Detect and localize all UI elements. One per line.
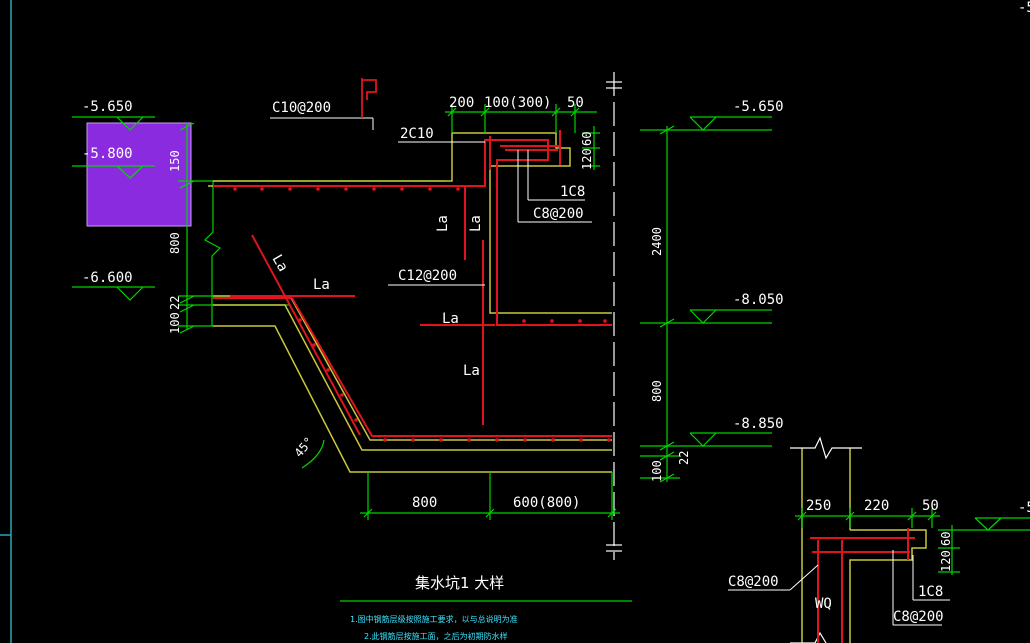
drawing-title: 集水坑1 大样 bbox=[415, 574, 504, 592]
top-dimension-chain bbox=[445, 104, 600, 170]
dim-v-120: 120 bbox=[580, 148, 594, 170]
label-wq: WQ bbox=[815, 596, 832, 612]
left-dimension-chain bbox=[178, 122, 445, 334]
note-line-2: 2.此钢筋层按施工面，之后为初期防水样 bbox=[364, 631, 508, 641]
level-left-1: -5.650 bbox=[82, 99, 133, 115]
wall-detail-break bbox=[790, 436, 862, 643]
note-line-1: 1.图中钢筋层级按照施工要求，以与总说明为准 bbox=[350, 614, 518, 624]
dim-22-right: 22 bbox=[677, 451, 691, 465]
dim-800-right: 800 bbox=[650, 380, 664, 402]
label-1c8: 1C8 bbox=[560, 184, 585, 200]
label-la-6: La bbox=[463, 363, 480, 379]
level-top-right-edge: -5 bbox=[1018, 0, 1030, 16]
level-right-1: -5.650 bbox=[733, 99, 784, 115]
dim-150: 150 bbox=[168, 150, 182, 172]
label-c10-200: C10@200 bbox=[272, 100, 331, 116]
label-c12-200: C12@200 bbox=[398, 268, 457, 284]
dim-22-left: 22 bbox=[168, 296, 182, 310]
label-la-1: La bbox=[269, 252, 291, 275]
right-dimension-chain bbox=[640, 116, 772, 483]
dim-800-left: 800 bbox=[168, 232, 182, 254]
dim-top-200: 200 bbox=[449, 95, 474, 111]
label-la-4: La bbox=[468, 215, 484, 232]
label-la-3: La bbox=[435, 215, 451, 232]
rebar-dots bbox=[233, 187, 611, 442]
dim-v60b: 60 bbox=[939, 532, 953, 546]
left-level-markers bbox=[72, 116, 155, 301]
dim-bottom-600-800: 600(800) bbox=[513, 495, 580, 511]
dim-top-100-300: 100(300) bbox=[484, 95, 551, 111]
bottom-dimension-chain bbox=[360, 472, 620, 520]
concrete-outline bbox=[208, 132, 612, 473]
level-left-3: -6.600 bbox=[82, 270, 133, 286]
label-1c8-b: 1C8 bbox=[918, 584, 943, 600]
dim-250: 250 bbox=[806, 498, 831, 514]
dim-angle: 45° bbox=[292, 434, 317, 460]
label-la-5: La bbox=[442, 311, 459, 327]
dim-v-60: 60 bbox=[580, 132, 594, 146]
selected-highlight-block[interactable] bbox=[86, 122, 192, 227]
dim-100-right: 100 bbox=[650, 460, 664, 482]
label-c8-200-b1: C8@200 bbox=[728, 574, 779, 590]
dim-bottom-800: 800 bbox=[412, 495, 437, 511]
axis-line bbox=[606, 72, 622, 560]
dim-2400: 2400 bbox=[650, 227, 664, 256]
dim-100-left: 100 bbox=[168, 312, 182, 334]
label-la-2: La bbox=[313, 277, 330, 293]
rebar-lines bbox=[213, 130, 612, 437]
label-c8-200: C8@200 bbox=[533, 206, 584, 222]
angle-arc bbox=[301, 439, 325, 469]
dim-v120b: 120 bbox=[939, 550, 953, 572]
level-left-2: -5.800 bbox=[82, 146, 133, 162]
viewport-frame bbox=[0, 0, 12, 643]
dim-50b: 50 bbox=[922, 498, 939, 514]
dim-top-50: 50 bbox=[567, 95, 584, 111]
wall-detail-rebar bbox=[810, 528, 915, 643]
hook-symbol bbox=[361, 78, 377, 118]
dim-220: 220 bbox=[864, 498, 889, 514]
level-right-3: -8.850 bbox=[733, 416, 784, 432]
level-right-2: -8.050 bbox=[733, 292, 784, 308]
wall-detail-dims bbox=[795, 508, 1030, 575]
level-edge-right: -5 bbox=[1018, 500, 1030, 516]
wall-detail-leaders bbox=[728, 550, 950, 626]
top-leaders bbox=[398, 141, 592, 223]
callout-c10-200 bbox=[270, 117, 374, 130]
label-c8-200-b2: C8@200 bbox=[893, 609, 944, 625]
label-2c10: 2C10 bbox=[400, 126, 434, 142]
